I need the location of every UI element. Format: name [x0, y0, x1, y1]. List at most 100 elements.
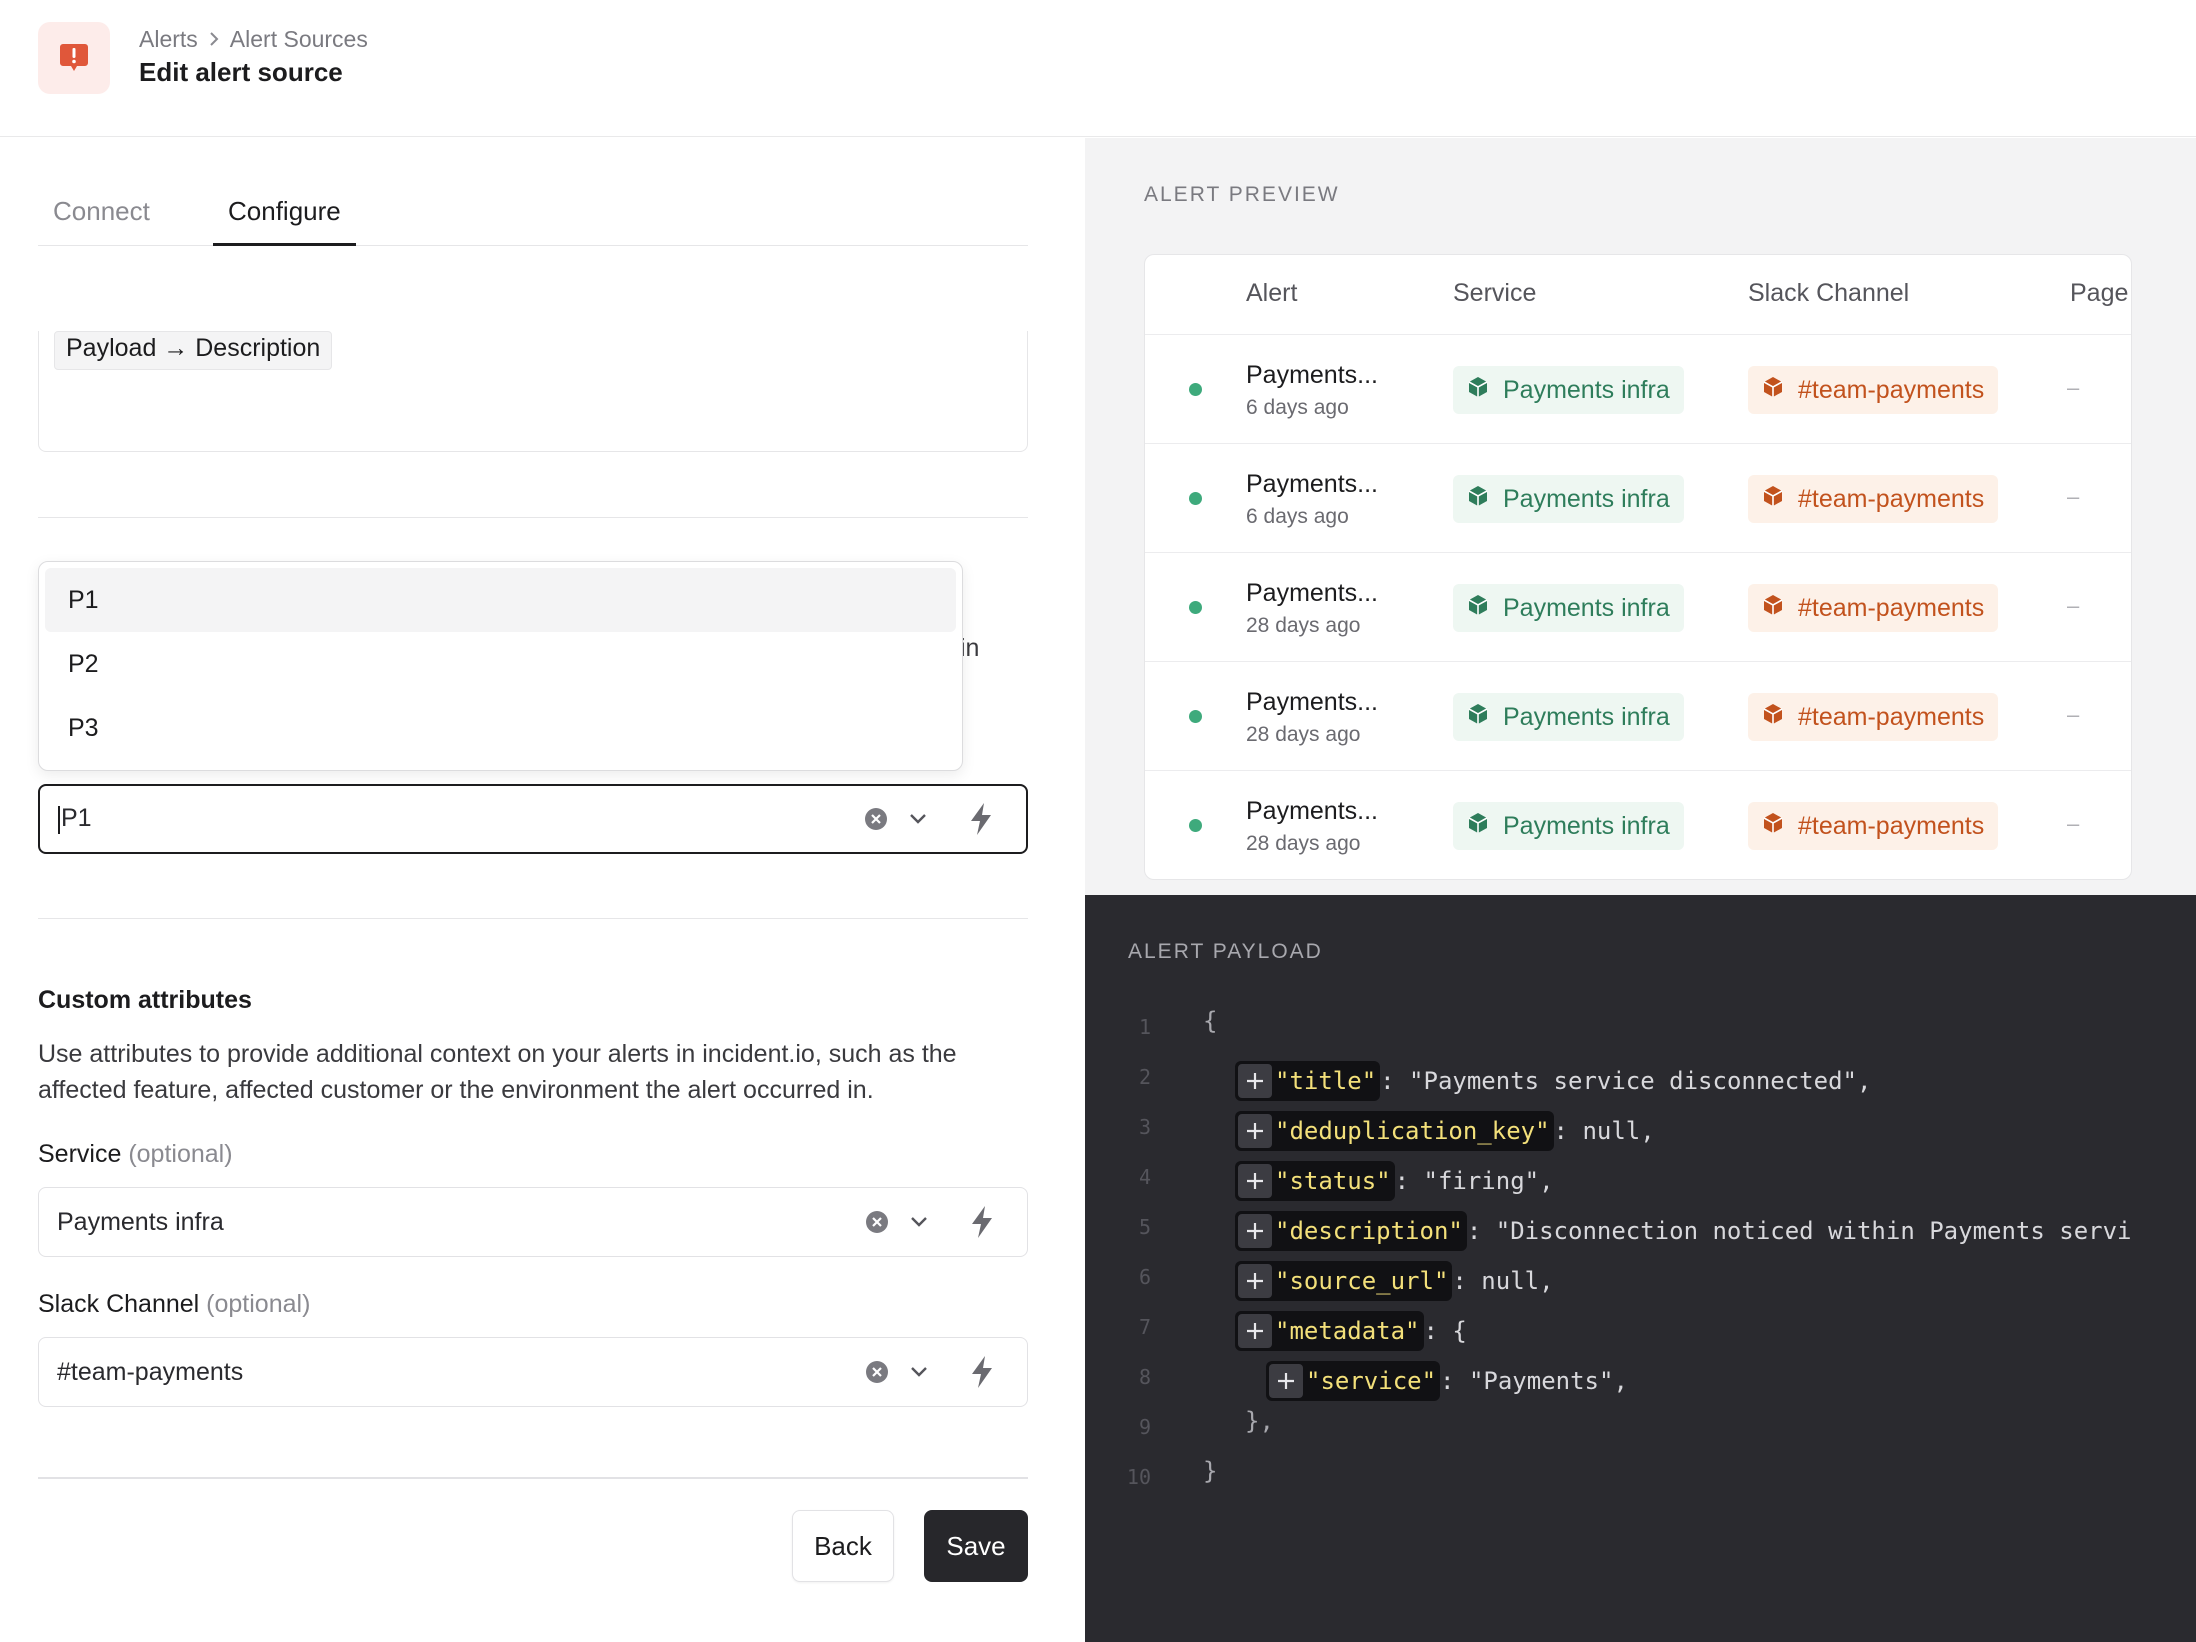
- dropdown-option-p3[interactable]: P3: [68, 713, 99, 742]
- breadcrumb: Alerts Alert Sources: [139, 26, 368, 53]
- alert-title[interactable]: Payments...: [1246, 579, 1378, 607]
- back-button[interactable]: Back: [792, 1510, 894, 1582]
- page-value: –: [2067, 375, 2080, 400]
- slack-channel-badge: #team-payments: [1748, 584, 1999, 632]
- alert-title[interactable]: Payments...: [1246, 470, 1378, 498]
- slack-channel-select[interactable]: #team-payments: [38, 1337, 1028, 1407]
- payload-key-chip[interactable]: "service": [1266, 1361, 1441, 1401]
- clear-icon[interactable]: [863, 1188, 891, 1256]
- payload-key: "service": [1306, 1367, 1437, 1395]
- alert-payload-label: ALERT PAYLOAD: [1128, 940, 1323, 963]
- slack-channel-badge: #team-payments: [1748, 693, 1999, 741]
- description-field[interactable]: Payload → Description: [38, 331, 1028, 452]
- payload-key-chip[interactable]: "title": [1235, 1061, 1381, 1101]
- payload-key-chip[interactable]: "status": [1235, 1161, 1395, 1201]
- dropdown-option-p1[interactable]: P1: [45, 568, 956, 632]
- clear-icon[interactable]: [863, 1338, 891, 1406]
- alert-timestamp: 6 days ago: [1246, 396, 1349, 419]
- chevron-down-icon[interactable]: [905, 1188, 933, 1256]
- custom-attributes-description: Use attributes to provide additional con…: [38, 1040, 957, 1104]
- lightning-bolt-icon[interactable]: [967, 1188, 997, 1256]
- optional-hint: (optional): [128, 1140, 233, 1168]
- breadcrumb-alerts[interactable]: Alerts: [139, 26, 198, 52]
- payload-key-chip[interactable]: "source_url": [1235, 1261, 1453, 1301]
- add-attribute-icon[interactable]: [1238, 1264, 1272, 1298]
- breadcrumb-alert-sources[interactable]: Alert Sources: [229, 26, 368, 52]
- payload-key-chip[interactable]: "description": [1235, 1211, 1467, 1251]
- add-attribute-icon[interactable]: [1238, 1314, 1272, 1348]
- payload-value: : "Disconnection noticed within Payments…: [1466, 1217, 2132, 1245]
- payload-value: : "firing",: [1394, 1167, 1554, 1195]
- priority-dropdown-menu: P1 P2 P3: [38, 561, 963, 771]
- service-badge: Payments infra: [1453, 693, 1684, 741]
- slack-cube-icon: [1762, 703, 1784, 732]
- column-header-page: Page: [2070, 279, 2129, 307]
- payload-key: "title": [1275, 1067, 1377, 1095]
- slack-channel-badge: #team-payments: [1748, 802, 1999, 850]
- service-cube-icon: [1467, 485, 1489, 514]
- save-button[interactable]: Save: [924, 1510, 1028, 1582]
- service-badge: Payments infra: [1453, 802, 1684, 850]
- page-value: –: [2067, 484, 2080, 509]
- service-badge: Payments infra: [1453, 475, 1684, 523]
- payload-value: : "Payments service disconnected",: [1380, 1067, 1872, 1095]
- line-number: 4: [1138, 1165, 1151, 1189]
- service-select[interactable]: Payments infra: [38, 1187, 1028, 1257]
- chevron-right-icon: [208, 27, 220, 53]
- alert-title[interactable]: Payments...: [1246, 797, 1378, 825]
- chevron-down-icon[interactable]: [904, 786, 932, 852]
- service-badge-label: Payments infra: [1503, 484, 1670, 513]
- service-badge: Payments infra: [1453, 366, 1684, 414]
- slack-channel-badge-label: #team-payments: [1798, 484, 1985, 513]
- line-number: 5: [1138, 1215, 1151, 1239]
- add-attribute-icon[interactable]: [1238, 1064, 1272, 1098]
- slack-cube-icon: [1762, 594, 1784, 623]
- code-line: 1{: [1085, 1003, 2196, 1053]
- column-header-alert: Alert: [1246, 279, 1298, 307]
- service-cube-icon: [1467, 594, 1489, 623]
- chevron-down-icon[interactable]: [905, 1338, 933, 1406]
- add-attribute-icon[interactable]: [1238, 1214, 1272, 1248]
- line-number: 2: [1138, 1065, 1151, 1089]
- page-value: –: [2067, 811, 2080, 836]
- tab-connect[interactable]: Connect: [53, 196, 150, 226]
- tab-configure[interactable]: Configure: [213, 196, 356, 246]
- status-dot-icon: [1189, 492, 1202, 505]
- page-value: –: [2067, 702, 2080, 727]
- slack-cube-icon: [1762, 485, 1784, 514]
- code-line: 3"deduplication_key": null,: [1085, 1103, 2196, 1153]
- table-row[interactable]: Payments... 28 days ago Payments infra #tea…: [1145, 553, 2131, 662]
- payload-bracket: },: [1245, 1407, 1274, 1435]
- add-attribute-icon[interactable]: [1238, 1114, 1272, 1148]
- payload-value: : null,: [1553, 1117, 1655, 1145]
- payload-description-chip[interactable]: Payload → Description: [54, 331, 333, 370]
- clear-icon[interactable]: [862, 786, 890, 852]
- alert-timestamp: 28 days ago: [1246, 614, 1361, 637]
- column-header-slack-channel: Slack Channel: [1748, 279, 1910, 307]
- field-help-text-fragment: in: [960, 634, 980, 662]
- add-attribute-icon[interactable]: [1269, 1364, 1303, 1398]
- payload-key-chip[interactable]: "deduplication_key": [1235, 1111, 1554, 1151]
- alert-preview-label: ALERT PREVIEW: [1144, 183, 1340, 206]
- alert-title[interactable]: Payments...: [1246, 688, 1378, 716]
- line-number: 7: [1138, 1315, 1151, 1339]
- page-header: Alerts Alert Sources Edit alert source: [0, 0, 2196, 137]
- alert-preview-table: Alert Service Slack Channel Page Payment…: [1144, 254, 2132, 880]
- slack-channel-field-label: Slack Channel (optional): [38, 1290, 310, 1319]
- dropdown-option-p2[interactable]: P2: [68, 649, 99, 678]
- lightning-bolt-icon[interactable]: [966, 786, 996, 852]
- alert-title[interactable]: Payments...: [1246, 361, 1378, 389]
- footer-divider: [38, 1477, 1028, 1479]
- priority-select[interactable]: P1: [38, 784, 1028, 854]
- payload-value: : "Payments",: [1440, 1367, 1628, 1395]
- service-badge-label: Payments infra: [1503, 811, 1670, 840]
- lightning-bolt-icon[interactable]: [967, 1338, 997, 1406]
- add-attribute-icon[interactable]: [1238, 1164, 1272, 1198]
- slack-channel-badge-label: #team-payments: [1798, 702, 1985, 731]
- service-badge-label: Payments infra: [1503, 593, 1670, 622]
- payload-key-chip[interactable]: "metadata": [1235, 1311, 1424, 1351]
